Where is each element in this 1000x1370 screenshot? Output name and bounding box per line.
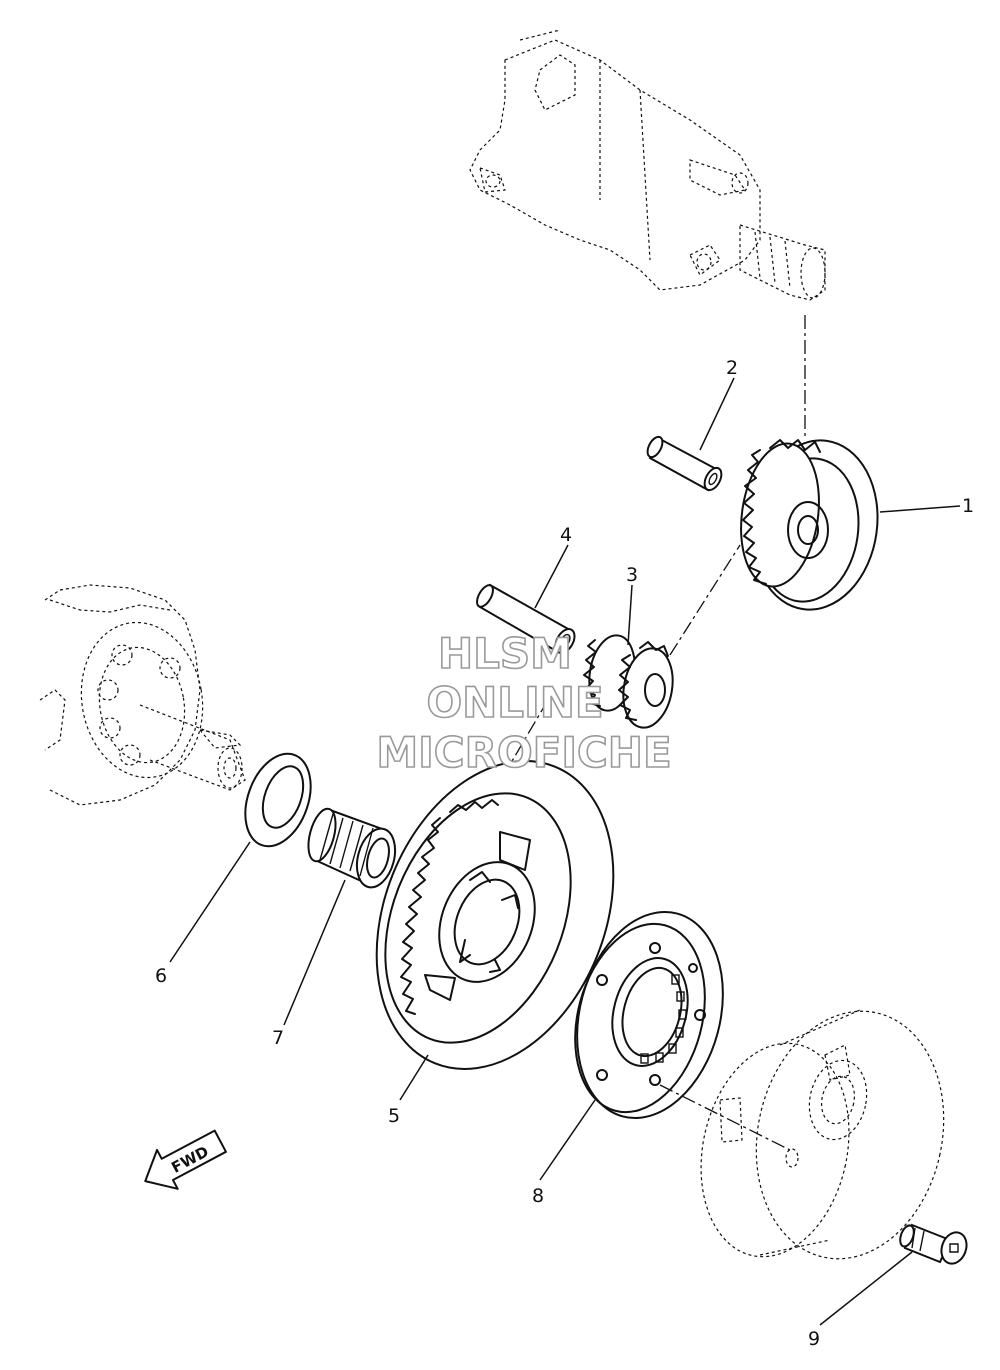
callout-9: 9: [808, 1328, 820, 1350]
flywheel-rotor: [700, 1009, 945, 1260]
callout-5: 5: [388, 1105, 400, 1127]
part-1-idler-gear: [740, 439, 879, 611]
callout-6: 6: [155, 965, 167, 987]
callout-leaders: [169, 377, 961, 1326]
callout-1: 1: [962, 495, 974, 517]
part-2-pin: [646, 435, 723, 492]
callout-labels: 1 2 3 4 5 6 7 8 9: [155, 357, 974, 1350]
part-9-bolt: [899, 1223, 968, 1265]
callout-7: 7: [272, 1027, 284, 1049]
center-line-idler: [669, 544, 741, 656]
part-6-washer: [244, 752, 312, 848]
callout-8: 8: [532, 1185, 544, 1207]
watermark-line-3: MICROFICHE: [376, 728, 671, 777]
crankshaft-housing: [39, 584, 246, 806]
part-3-double-gear: [583, 634, 674, 729]
part-7-needle-bearing: [307, 807, 397, 889]
starter-motor: [469, 29, 826, 301]
watermark-line-1: HLSM: [438, 629, 572, 678]
callout-3: 3: [626, 564, 638, 586]
part-8-one-way-clutch: [574, 910, 724, 1120]
watermark: HLSM ONLINE MICROFICHE: [376, 628, 673, 778]
fwd-direction-arrow: FWD: [144, 1129, 227, 1190]
part-5-starter-wheel-gear: [375, 760, 615, 1070]
callout-4: 4: [560, 524, 572, 546]
part-4-pin: [476, 583, 576, 654]
callout-2: 2: [726, 357, 738, 379]
watermark-line-2: ONLINE: [426, 678, 603, 727]
